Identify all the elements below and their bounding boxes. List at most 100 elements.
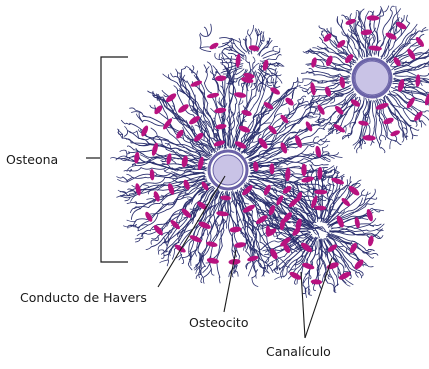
- canaliculus-branch: [313, 137, 319, 142]
- canaliculus: [281, 232, 294, 234]
- canaliculus: [322, 148, 323, 152]
- canaliculus: [136, 219, 147, 220]
- canaliculus: [354, 195, 362, 202]
- canaliculus-branch: [118, 179, 128, 182]
- canaliculus: [418, 31, 422, 32]
- canaliculus: [393, 13, 397, 21]
- canaliculus-branch: [211, 269, 214, 275]
- osteocyte: [229, 226, 241, 233]
- canaliculus-branch: [355, 12, 357, 20]
- canaliculus: [298, 100, 301, 103]
- osteocyte: [301, 164, 306, 176]
- canaliculus-tip: [203, 268, 207, 272]
- canaliculus: [149, 203, 160, 207]
- canaliculus: [230, 104, 232, 115]
- canaliculus-tip: [306, 63, 312, 64]
- canaliculus: [220, 38, 233, 40]
- canaliculus-tip: [294, 279, 296, 285]
- canaliculus-tip: [168, 75, 171, 80]
- canaliculus-branch: [353, 138, 360, 145]
- canaliculus-branch: [230, 201, 234, 208]
- canaliculus: [307, 71, 314, 72]
- canaliculus: [284, 269, 287, 277]
- canaliculus: [150, 162, 161, 167]
- canaliculus: [346, 227, 355, 229]
- canaliculus: [303, 79, 317, 81]
- canaliculus-branch: [381, 135, 386, 140]
- canaliculus: [171, 80, 177, 84]
- canaliculus: [164, 178, 177, 183]
- canaliculus-tip: [412, 133, 413, 139]
- canaliculus-branch: [172, 250, 174, 259]
- canaliculus: [153, 178, 165, 184]
- canaliculus: [356, 271, 359, 272]
- canaliculus-tip: [369, 249, 375, 250]
- osteocyte: [367, 15, 380, 20]
- canaliculus: [204, 83, 211, 93]
- canaliculus-tip: [301, 71, 307, 73]
- canaliculus-branch: [215, 53, 220, 59]
- canaliculus: [311, 96, 319, 97]
- canaliculus: [341, 20, 342, 25]
- canaliculus: [213, 232, 218, 242]
- canaliculus: [301, 153, 310, 154]
- canaliculus: [164, 231, 170, 238]
- canaliculus: [127, 176, 139, 182]
- canaliculus-tip: [406, 134, 407, 140]
- osteocyte: [284, 96, 295, 107]
- canaliculus: [287, 162, 301, 165]
- canaliculus: [365, 248, 369, 250]
- canaliculus: [302, 198, 314, 201]
- canaliculus-tip: [248, 30, 250, 36]
- canaliculus-branch: [390, 6, 394, 10]
- canaliculus: [376, 129, 380, 144]
- canaliculus: [177, 93, 184, 107]
- canaliculus: [271, 69, 276, 71]
- canaliculus: [407, 21, 410, 23]
- canaliculus-tip: [382, 148, 385, 153]
- canaliculus-tip: [121, 193, 126, 197]
- canaliculus-tip: [359, 272, 362, 278]
- canaliculus: [335, 274, 337, 285]
- canaliculus-branch: [125, 127, 128, 131]
- canaliculo-label: Canalículo: [266, 344, 331, 359]
- canaliculus-tip: [346, 180, 347, 186]
- canaliculus: [260, 162, 275, 164]
- canaliculus-branch: [127, 174, 133, 177]
- canaliculus: [123, 177, 128, 182]
- canaliculus-tip: [316, 172, 317, 178]
- canaliculus-tip: [219, 54, 220, 60]
- canaliculus: [323, 128, 324, 129]
- canaliculus-branch: [147, 199, 155, 200]
- canaliculus: [152, 167, 167, 169]
- canaliculus-branch: [250, 25, 254, 35]
- canaliculus-tip: [357, 10, 359, 16]
- canaliculus-tip: [333, 153, 338, 156]
- canaliculus: [128, 146, 135, 150]
- canaliculus: [350, 26, 352, 35]
- canaliculus: [365, 17, 366, 23]
- canaliculus: [204, 27, 208, 36]
- canaliculus: [321, 136, 327, 140]
- canaliculus: [237, 215, 238, 226]
- canaliculus: [198, 226, 202, 234]
- canaliculus: [252, 272, 256, 278]
- canaliculus-tip: [130, 108, 136, 110]
- canaliculus: [399, 55, 411, 61]
- canaliculus: [275, 54, 276, 55]
- canaliculus: [200, 33, 208, 36]
- canaliculus: [328, 48, 337, 54]
- canaliculus: [318, 267, 319, 276]
- conducto-havers-label: Conducto de Havers: [20, 290, 147, 305]
- canaliculus: [126, 150, 127, 156]
- canaliculus-branch: [362, 193, 371, 195]
- canaliculus-branch: [135, 238, 140, 239]
- canaliculus: [273, 168, 288, 169]
- canaliculus: [263, 165, 276, 166]
- canaliculus: [131, 168, 141, 171]
- canaliculus: [128, 152, 130, 154]
- canaliculus-tip: [203, 277, 204, 283]
- canaliculus-tip: [355, 185, 360, 188]
